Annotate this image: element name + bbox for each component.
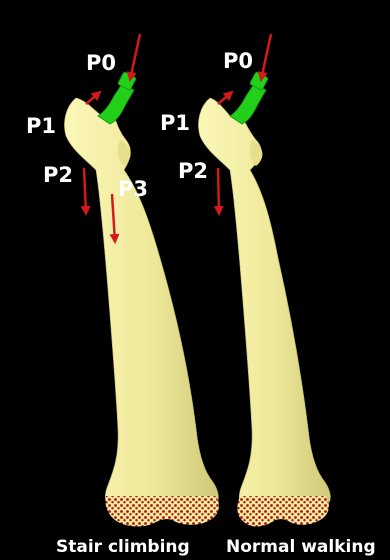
caption-stair-climbing: Stair climbing	[56, 537, 190, 557]
label-p2: P2	[178, 159, 208, 183]
label-p1: P1	[160, 111, 190, 135]
label-p2: P2	[43, 163, 73, 187]
label-p3: P3	[118, 177, 148, 201]
caption-normal-walking: Normal walking	[226, 537, 376, 557]
arrow-p2	[218, 168, 219, 214]
label-p0: P0	[86, 51, 116, 75]
label-p1: P1	[26, 114, 56, 138]
label-p0: P0	[223, 49, 253, 73]
